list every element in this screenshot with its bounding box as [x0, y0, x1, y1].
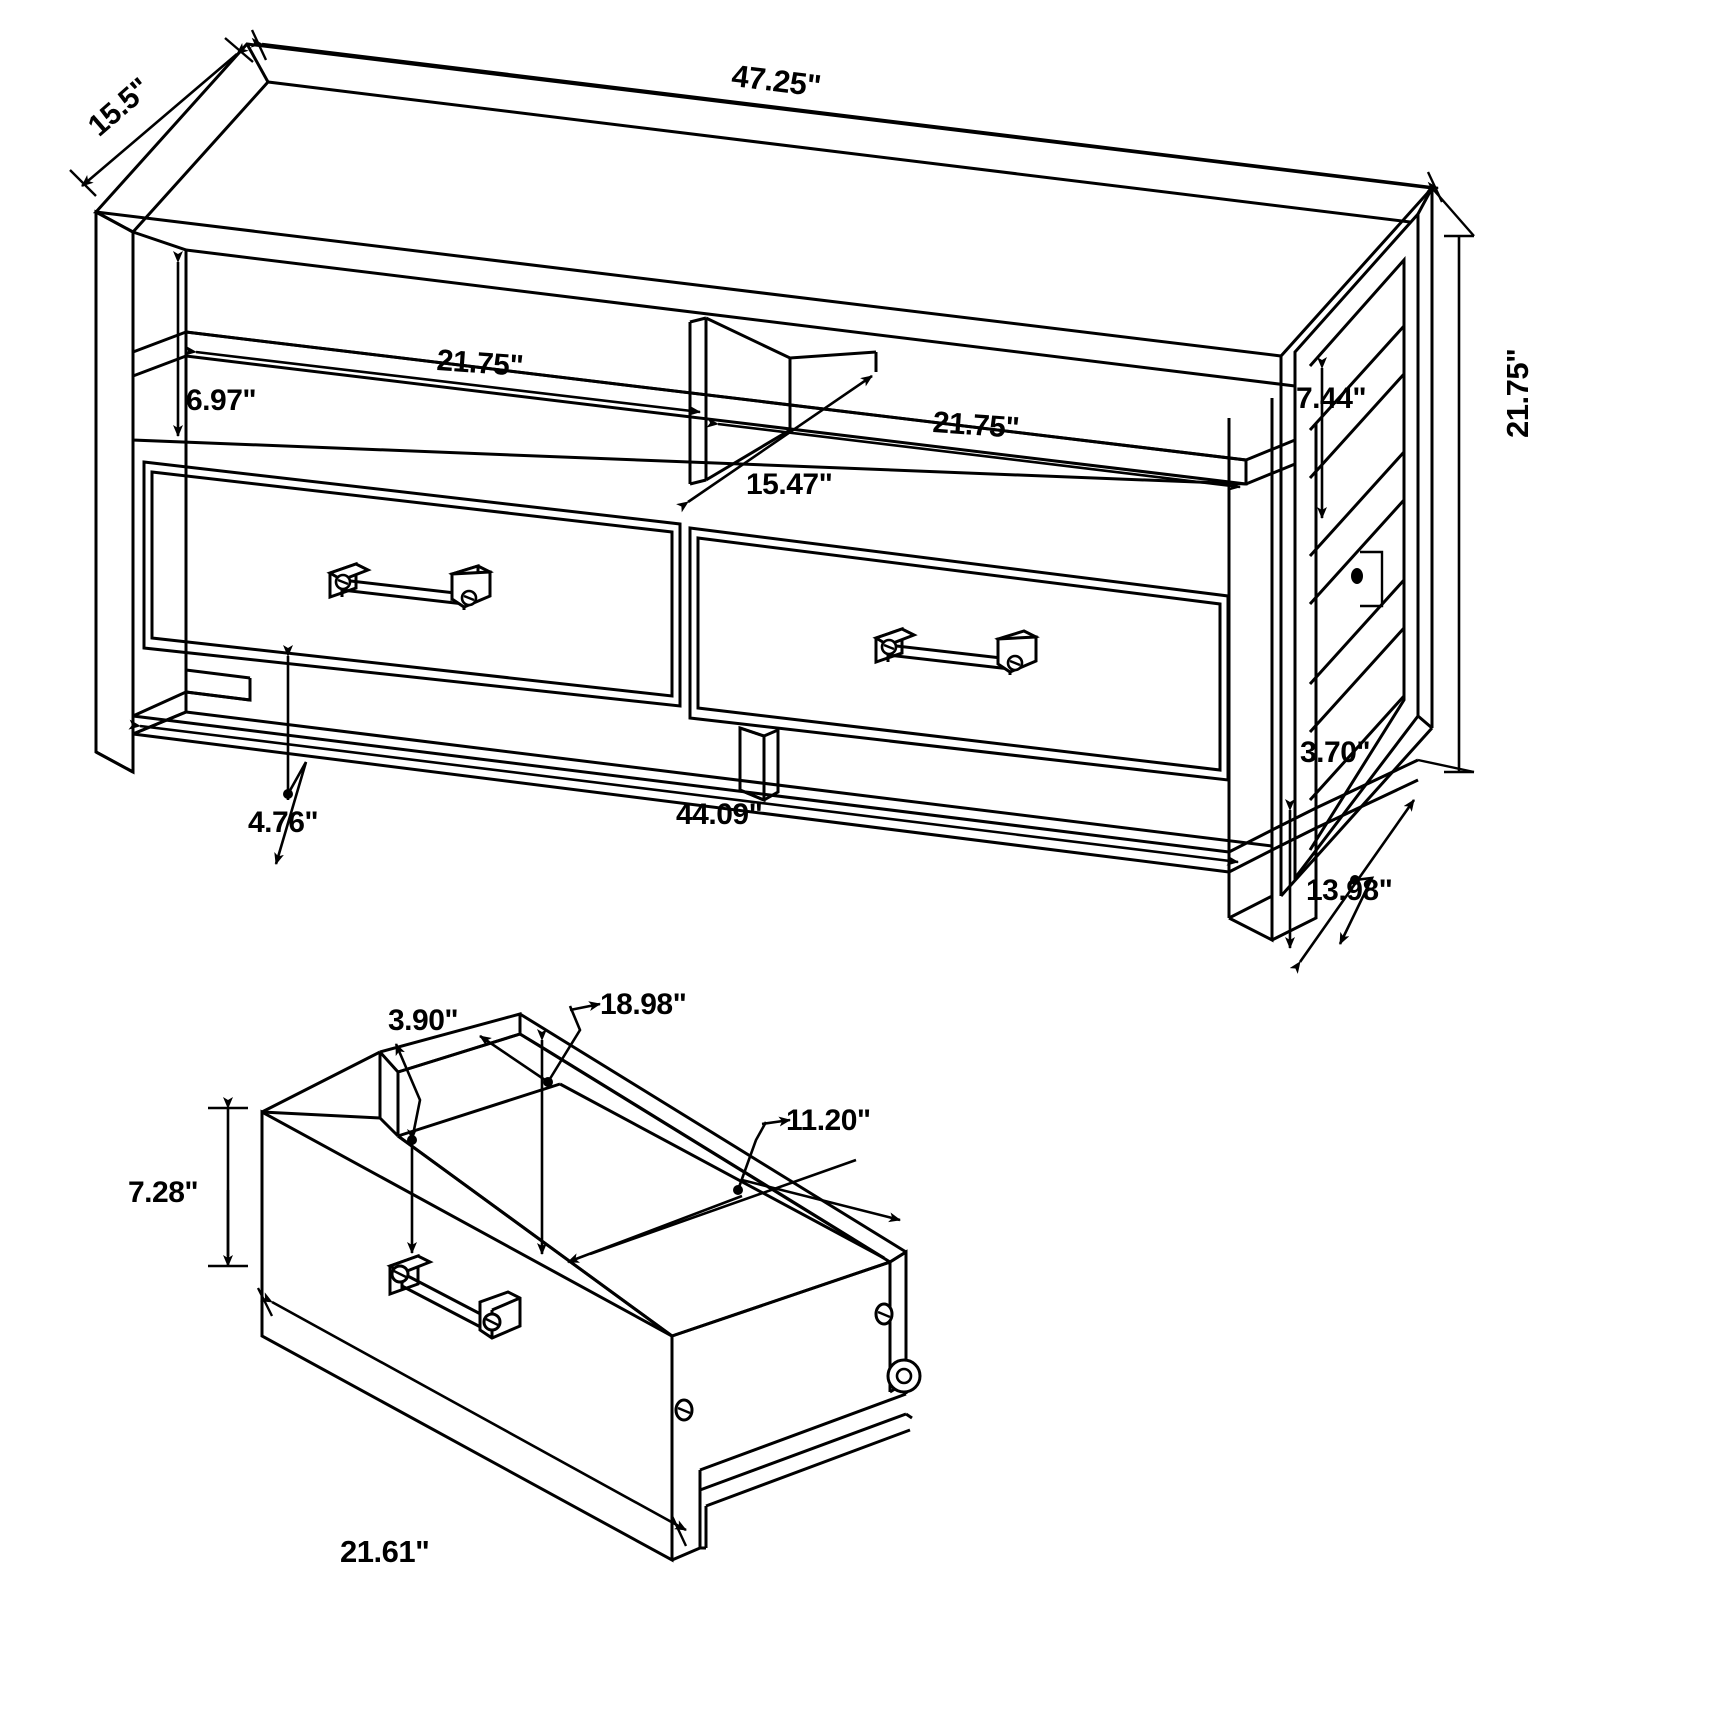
label-drawer-7-28: 7.28": [128, 1176, 199, 1209]
dimline-drawer-11-20-line: [589, 1158, 857, 1256]
label-drawer-18-98: 18.98": [600, 988, 687, 1021]
dimline-shelf-left-21-75: [184, 345, 701, 416]
label-base-depth-13-98: 13.98": [1306, 874, 1393, 907]
dimline-width-47-25: [250, 37, 1439, 192]
dimline-drawer-18-98: [479, 1034, 549, 1084]
label-shelf-left-21-75: 21.75": [435, 344, 525, 383]
drawer-handle-right: [872, 626, 1040, 675]
label-drawer-21-61: 21.61": [340, 1534, 430, 1569]
dimension-lines-console: [69, 29, 1475, 974]
label-shelf-right-21-75: 21.75": [931, 406, 1021, 445]
label-divider-15-47: 15.47": [746, 468, 833, 501]
label-base-44-09: 44.09": [676, 798, 763, 831]
dimline-base-44-09: [128, 719, 1239, 866]
leader-18-98: [546, 1005, 582, 1083]
dimline-depth-15-5: [81, 43, 249, 187]
label-drawer-front-4-76: 4.76": [248, 806, 319, 839]
leader-11-20: [736, 1121, 768, 1191]
label-shelf-height-6-97: 6.97": [186, 384, 257, 417]
label-slat-7-44: 7.44": [1296, 382, 1367, 415]
dimension-lines-drawer: [208, 1001, 901, 1547]
label-drawer-11-20: 11.20": [786, 1104, 871, 1137]
dimline-divider-15-47: [676, 374, 873, 513]
label-clearance-3-70: 3.70": [1300, 736, 1371, 769]
leader-13-98: [1338, 876, 1375, 945]
dimline-drawer-21-61: [259, 1292, 687, 1532]
leader-3-90: [394, 1043, 422, 1141]
label-drawer-3-90: 3.90": [388, 1004, 459, 1037]
drawer-detail-handle: [386, 1253, 522, 1340]
label-height-21-75: 21.75": [1500, 348, 1535, 438]
drawer-handle-left: [326, 561, 494, 610]
